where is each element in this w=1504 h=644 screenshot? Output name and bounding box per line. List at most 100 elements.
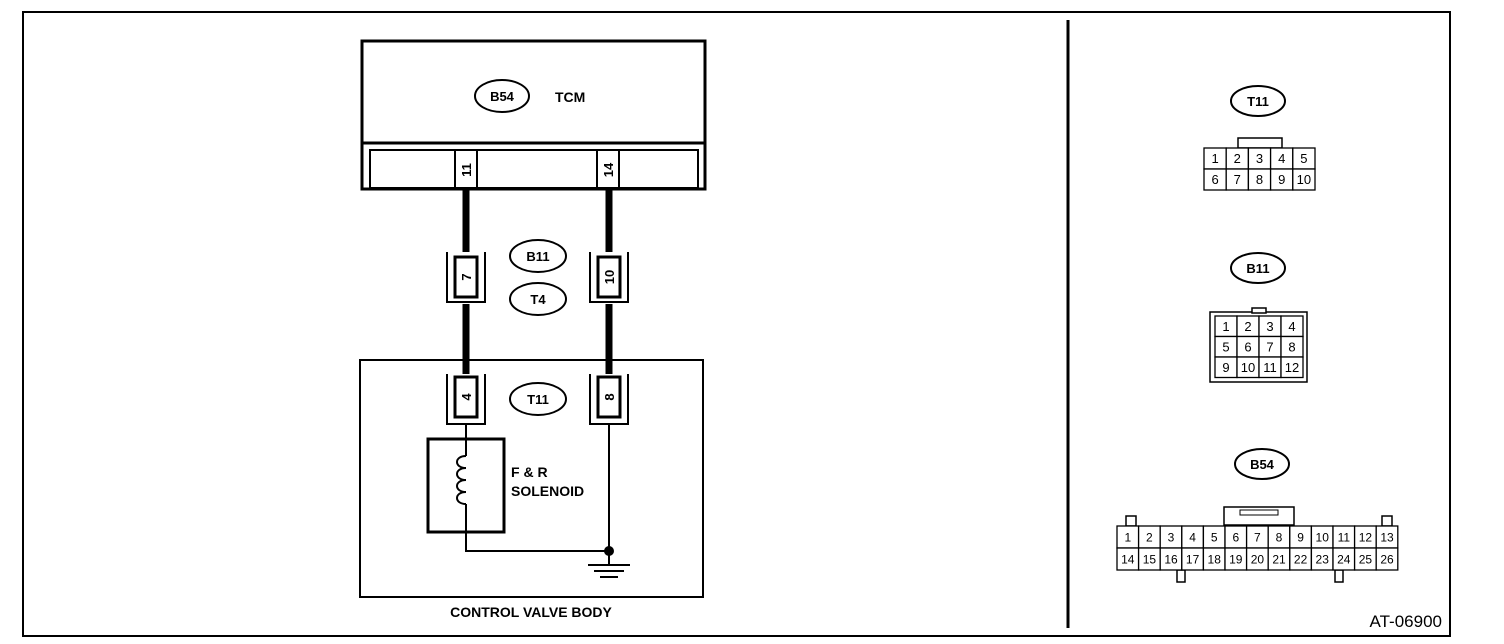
junction-badge-a bbox=[509, 239, 567, 273]
b11-pin-number: 5 bbox=[1222, 339, 1229, 354]
b54-pin-number: 23 bbox=[1316, 552, 1330, 566]
b11-pin-number: 6 bbox=[1244, 339, 1251, 354]
b11-pin-number: 8 bbox=[1288, 339, 1295, 354]
junction-connector: 7 10 B11 T4 bbox=[446, 239, 629, 316]
t11-pin-number: 3 bbox=[1256, 151, 1263, 166]
b54-view-id: B54 bbox=[1250, 457, 1275, 472]
tcm-unit: B54 TCM 11 14 bbox=[360, 39, 707, 191]
b11-pin-number: 2 bbox=[1244, 319, 1251, 334]
t11-pin-number: 10 bbox=[1297, 172, 1311, 187]
figure-code: AT-06900 bbox=[1370, 612, 1442, 631]
t11-pin-number: 5 bbox=[1300, 151, 1307, 166]
solenoid-label-line2: SOLENOID bbox=[511, 483, 584, 499]
t11-view-latch bbox=[1237, 137, 1283, 149]
b54-pin-number: 3 bbox=[1168, 530, 1175, 544]
b54-pin-number: 12 bbox=[1359, 530, 1373, 544]
junction-dot bbox=[604, 546, 614, 556]
b11-pin-number: 9 bbox=[1222, 360, 1229, 375]
junction-pin-10-label: 10 bbox=[602, 270, 617, 284]
tcm-label: TCM bbox=[555, 89, 585, 105]
b54-pin-number: 6 bbox=[1232, 530, 1239, 544]
b11-pin-number: 12 bbox=[1285, 360, 1299, 375]
tcm-pin-11-label: 11 bbox=[459, 163, 474, 177]
t11-pin-number: 6 bbox=[1211, 172, 1218, 187]
b11-pin-number: 7 bbox=[1266, 339, 1273, 354]
t11-pin-8-cell bbox=[596, 375, 622, 419]
control-valve-body-label: CONTROL VALVE BODY bbox=[450, 604, 612, 620]
b54-pin-number: 21 bbox=[1272, 552, 1286, 566]
tcm-pin-11-cell bbox=[454, 149, 478, 189]
b54-pin-number: 20 bbox=[1251, 552, 1265, 566]
b54-pin-number: 14 bbox=[1121, 552, 1135, 566]
b54-pin-number: 19 bbox=[1229, 552, 1243, 566]
control-valve-body: CONTROL VALVE BODY 4 8 T11 F & R SOLENOI… bbox=[359, 359, 704, 620]
b54-pin-cell bbox=[1375, 547, 1399, 571]
ground-icon bbox=[588, 564, 630, 578]
junction-pin-7-cell bbox=[453, 255, 479, 299]
b11-pin-number: 10 bbox=[1241, 360, 1255, 375]
t11-pin-cell bbox=[1292, 168, 1316, 191]
t11-pin-8-label: 8 bbox=[602, 393, 617, 400]
t11-pin-4-label: 4 bbox=[459, 393, 474, 401]
harness-wires bbox=[462, 189, 613, 374]
t11-pin-number: 9 bbox=[1278, 172, 1285, 187]
solenoid-return-wire bbox=[465, 514, 609, 552]
tcm-pin-14-label: 14 bbox=[601, 162, 616, 177]
b54-view-tab-left bbox=[1125, 515, 1137, 527]
b54-pin-number: 10 bbox=[1316, 530, 1330, 544]
b11-view-key bbox=[1251, 307, 1267, 314]
tcm-connector-strip bbox=[369, 149, 699, 189]
b54-pin-number: 25 bbox=[1359, 552, 1373, 566]
t11-view-badge bbox=[1230, 85, 1286, 117]
b54-view-latch bbox=[1223, 506, 1295, 526]
b54-pin-number: 2 bbox=[1146, 530, 1153, 544]
b54-pin-number: 24 bbox=[1337, 552, 1351, 566]
b11-pin-number: 3 bbox=[1266, 319, 1273, 334]
b54-pin-number: 8 bbox=[1276, 530, 1283, 544]
b54-pin-number: 1 bbox=[1124, 530, 1131, 544]
b11-pin-number: 4 bbox=[1288, 319, 1295, 334]
t11-pin-4-cell bbox=[453, 375, 479, 419]
t11-pin-number: 7 bbox=[1234, 172, 1241, 187]
b54-view-latch-slot bbox=[1239, 509, 1279, 516]
junction-connector-b: T4 bbox=[530, 292, 546, 307]
b54-pin-number: 7 bbox=[1254, 530, 1261, 544]
b11-view-badge bbox=[1230, 252, 1286, 284]
b54-pin-number: 4 bbox=[1189, 530, 1196, 544]
b11-view-id: B11 bbox=[1246, 261, 1269, 276]
b11-pin-cell bbox=[1280, 356, 1304, 379]
junction-housing-left bbox=[446, 252, 486, 303]
b54-pin-number: 16 bbox=[1164, 552, 1178, 566]
t11-view-id: T11 bbox=[1247, 94, 1269, 109]
junction-pin-7-label: 7 bbox=[459, 273, 474, 280]
t11-connector-id: T11 bbox=[527, 392, 549, 407]
t11-pin-number: 4 bbox=[1278, 151, 1285, 166]
b54-view-foot-left bbox=[1176, 569, 1186, 583]
t11-badge bbox=[509, 382, 567, 416]
tcm-pin-14-cell bbox=[596, 149, 620, 189]
tcm-connector-id: B54 bbox=[490, 89, 515, 104]
junction-badge-b bbox=[509, 282, 567, 316]
b54-view-badge bbox=[1234, 448, 1290, 480]
b11-pin-number: 11 bbox=[1263, 360, 1277, 375]
solenoid-label-line1: F & R bbox=[511, 464, 548, 480]
b54-pin-number: 5 bbox=[1211, 530, 1218, 544]
b54-pin-number: 11 bbox=[1338, 530, 1351, 544]
t11-pin-number: 8 bbox=[1256, 172, 1263, 187]
b54-pin-number: 13 bbox=[1380, 530, 1394, 544]
junction-connector-a: B11 bbox=[526, 249, 549, 264]
coil-icon bbox=[456, 455, 467, 505]
b54-pin-number: 15 bbox=[1143, 552, 1157, 566]
b11-pin-number: 1 bbox=[1222, 319, 1229, 334]
b54-pin-number: 26 bbox=[1380, 552, 1394, 566]
t11-pin-number: 2 bbox=[1234, 151, 1241, 166]
tcm-box bbox=[360, 39, 707, 191]
tcm-connector-badge bbox=[474, 79, 530, 113]
b54-pin-number: 22 bbox=[1294, 552, 1308, 566]
